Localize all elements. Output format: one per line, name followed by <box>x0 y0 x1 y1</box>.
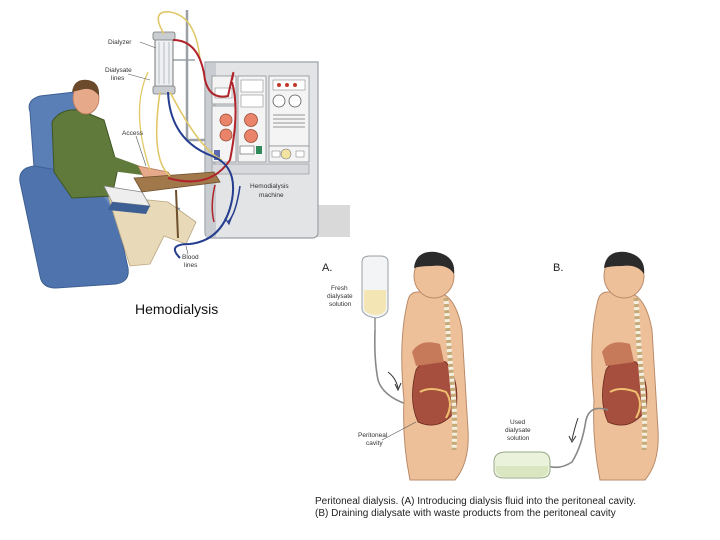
title-hemodialysis: Hemodialysis <box>135 301 219 317</box>
peritoneal-panel-a <box>361 251 469 481</box>
label-used-1: Used <box>510 419 526 426</box>
label-blood-lines-1: Blood <box>182 254 199 261</box>
label-used-3: solution <box>507 435 530 442</box>
label-cavity-1: Peritoneal <box>358 432 388 439</box>
dialyzer <box>152 31 176 95</box>
label-fresh-2: dialysate <box>327 293 353 300</box>
blood-lines <box>138 11 241 259</box>
label-access: Access <box>122 130 143 137</box>
label-dialyzer: Dialyzer <box>108 39 132 46</box>
patient-hemodialysis <box>51 79 197 267</box>
peritoneal-panel-b <box>493 251 659 481</box>
hemodialysis-machine <box>204 61 319 239</box>
panel-b-label: B. <box>553 262 564 274</box>
panel-a-label: A. <box>322 262 333 274</box>
caption-line-2: (B) Draining dialysate with waste produc… <box>315 508 616 519</box>
label-fresh-1: Fresh <box>331 285 348 292</box>
label-machine-1: Hemodialysis <box>250 183 289 190</box>
label-dialysate-lines-2: lines <box>111 75 125 82</box>
caption-line-1: Peritoneal dialysis. (A) Introducing dia… <box>315 496 637 507</box>
label-used-2: dialysate <box>505 427 531 434</box>
label-dialysate-lines-1: Dialysate <box>105 67 132 74</box>
label-blood-lines-2: lines <box>184 262 198 269</box>
hemodialysis-scene <box>19 10 350 289</box>
label-fresh-3: solution <box>329 301 352 308</box>
label-cavity-2: cavity <box>366 440 383 447</box>
label-machine-2: machine <box>259 192 284 199</box>
